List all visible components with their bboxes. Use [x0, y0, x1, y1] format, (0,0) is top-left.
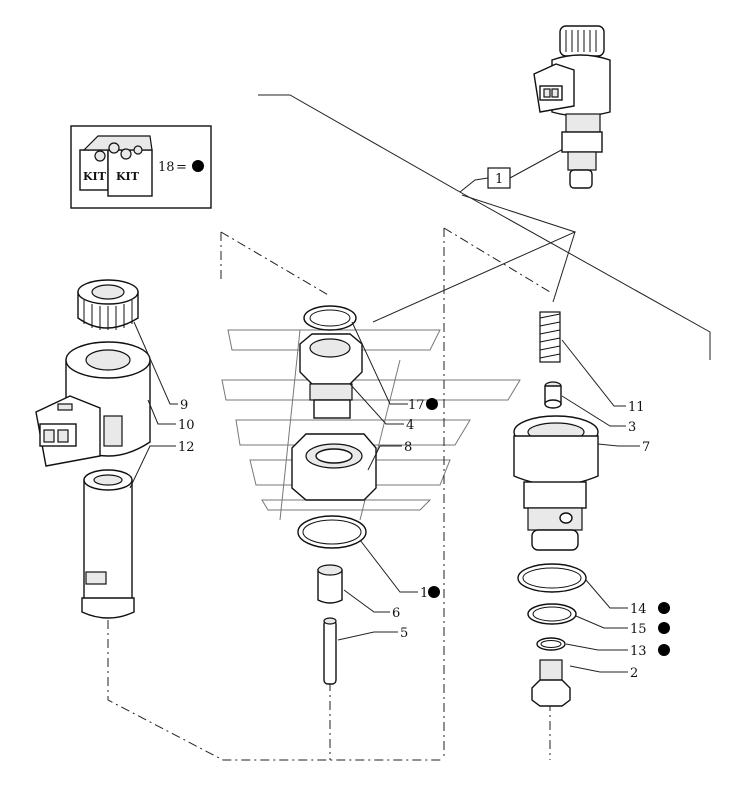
- callout-14: 14: [630, 602, 647, 617]
- callout-15: 15: [630, 622, 647, 637]
- part-15-oring: [527, 603, 577, 625]
- watermark-logo: [221, 329, 521, 521]
- part-11-spring: [539, 311, 561, 363]
- assembly-leaders: [258, 94, 711, 360]
- callout-2: 2: [630, 666, 638, 681]
- assembly-ref-box: 1: [487, 147, 566, 189]
- callout-4: 4: [406, 418, 414, 433]
- assembled-valve-drawing: [533, 25, 611, 189]
- kit-legend-box: KIT KIT 18 =: [70, 125, 212, 209]
- callout-8: 8: [404, 440, 412, 455]
- part-3-poppet: [544, 381, 562, 409]
- assembly-ref-number: 1: [495, 172, 503, 187]
- callout-leaders: [129, 321, 640, 673]
- callout-labels: 9 10 12 17 4 8 16 6 5 11 3 7 14 15 13 2: [178, 398, 670, 681]
- kit-dot-icon: [426, 398, 438, 410]
- callout-3: 3: [628, 420, 636, 435]
- callout-13: 13: [630, 644, 647, 659]
- kit-dot-icon: [658, 622, 670, 634]
- kit-label-left: KIT: [83, 170, 107, 183]
- callout-10: 10: [178, 418, 195, 433]
- callout-17: 17: [408, 398, 425, 413]
- part-4-oring: [303, 305, 357, 331]
- part-8-hex-nut: [291, 433, 377, 501]
- part-7-valve-body: [513, 415, 599, 551]
- part-16-oring: [297, 515, 367, 549]
- part-10-solenoid-coil: [35, 341, 151, 467]
- part-5-pin: [323, 617, 337, 685]
- kit-ref-symbol: =: [176, 160, 187, 175]
- kit-dot-icon: [192, 160, 204, 172]
- assembly-guide-lines: [107, 227, 551, 761]
- callout-9: 9: [180, 398, 188, 413]
- callout-6: 6: [392, 606, 400, 621]
- kit-dot-icon: [658, 602, 670, 614]
- part-2-plug: [531, 659, 571, 707]
- part-9-knurled-nut: [77, 279, 139, 330]
- kit-dot-icon: [428, 586, 440, 598]
- part-8-cartridge-top: [299, 333, 363, 419]
- kit-dot-icon: [658, 644, 670, 656]
- callout-12: 12: [178, 440, 195, 455]
- kit-label-right: KIT: [116, 170, 140, 183]
- kit-ref-number: 18: [158, 160, 175, 175]
- callout-11: 11: [628, 400, 645, 415]
- part-12-valve-tube: [81, 469, 135, 619]
- part-14-oring: [517, 563, 587, 593]
- callout-7: 7: [642, 440, 650, 455]
- part-6-spacer: [317, 564, 343, 604]
- part-13-oring: [536, 637, 566, 651]
- callout-5: 5: [400, 626, 408, 641]
